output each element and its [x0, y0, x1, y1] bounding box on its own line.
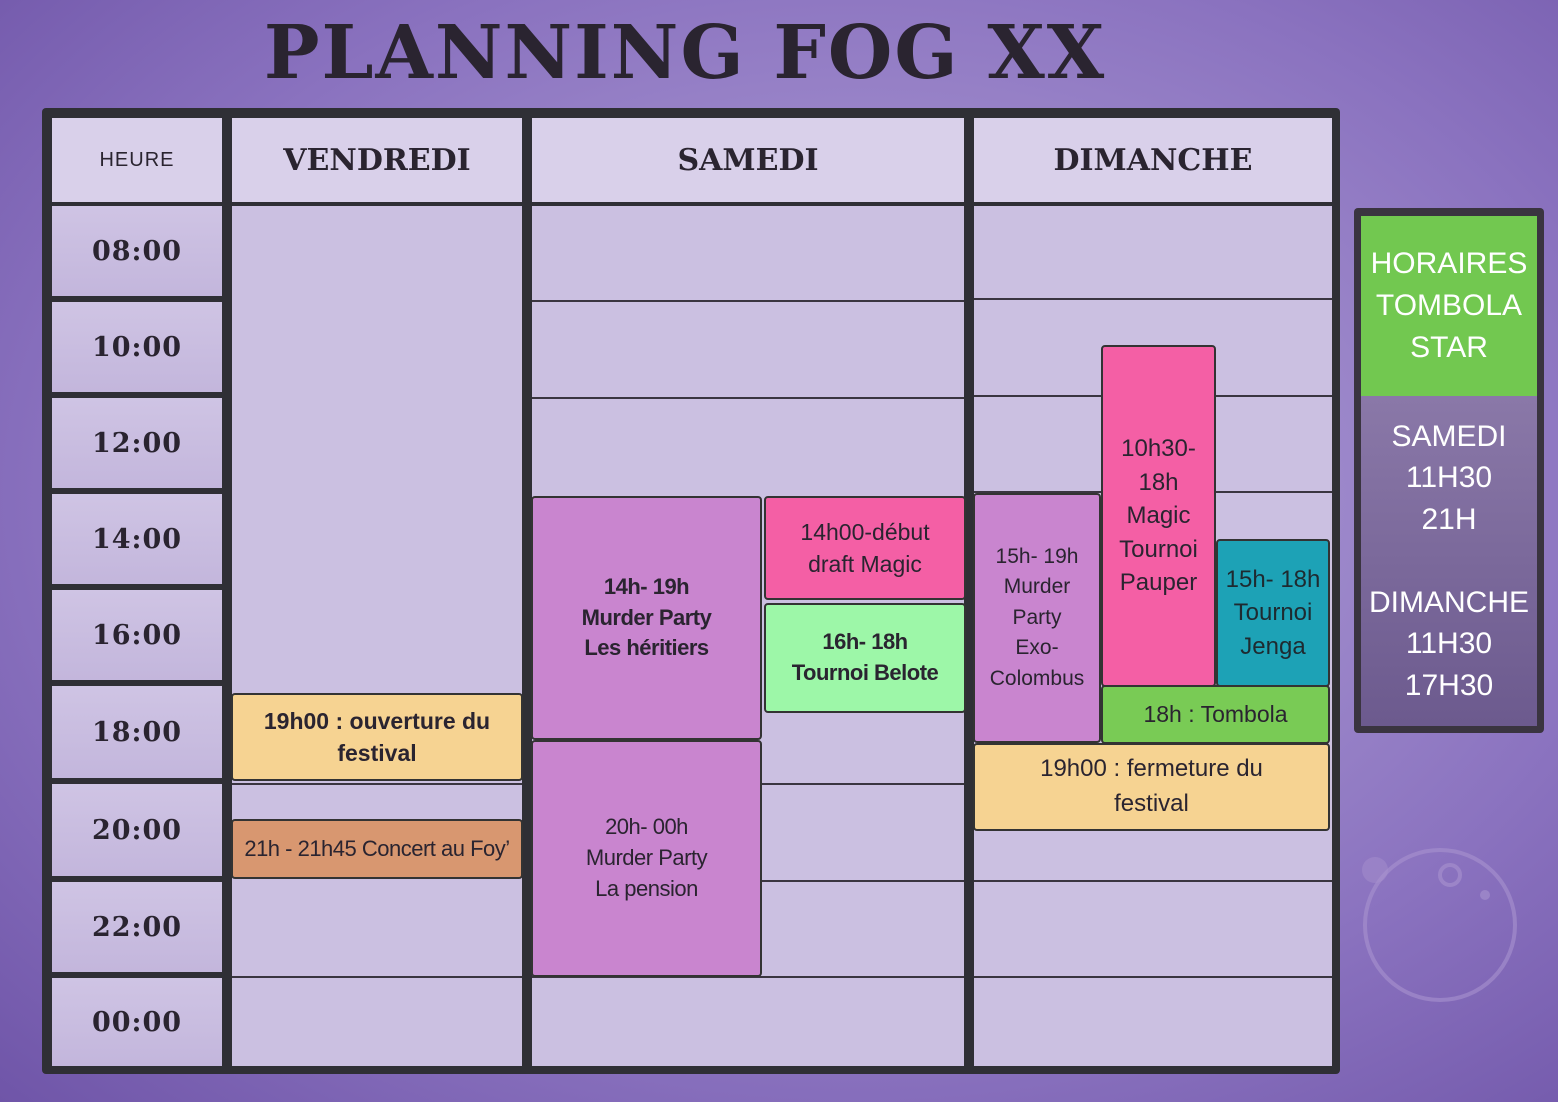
row-divider: [232, 976, 522, 978]
row-divider: [232, 783, 522, 785]
row-divider: [762, 783, 964, 785]
header-saturday: SAMEDI: [532, 118, 964, 202]
event-sunday-murder-party[interactable]: 15h- 19h Murder Party Exo- Colombus: [973, 493, 1101, 743]
event-saturday-murder-party-2[interactable]: 20h- 00h Murder Party La pension: [531, 740, 762, 977]
event-saturday-belote[interactable]: 16h- 18h Tournoi Belote: [764, 603, 966, 713]
hour-cell: 18:00: [52, 686, 222, 778]
page-title: PLANNING FOG XX: [263, 10, 1107, 96]
hour-cell: 12:00: [52, 398, 222, 488]
row-divider: [532, 300, 964, 302]
row-divider: [532, 397, 964, 399]
hour-cell: 14:00: [52, 494, 222, 584]
event-saturday-murder-party-1[interactable]: 14h- 19h Murder Party Les héritiers: [531, 496, 762, 740]
tombola-schedule: SAMEDI 11H30 21H DIMANCHE 11H30 17H30: [1361, 396, 1537, 726]
hour-cell: 22:00: [52, 882, 222, 972]
event-saturday-draft-magic[interactable]: 14h00-début draft Magic: [764, 496, 966, 600]
row-divider: [532, 976, 964, 978]
event-sunday-tombola[interactable]: 18h : Tombola: [1101, 685, 1330, 744]
row-divider: [974, 298, 1332, 300]
event-sunday-jenga[interactable]: 15h- 18h Tournoi Jenga: [1216, 539, 1330, 687]
header-friday: VENDREDI: [232, 118, 522, 202]
event-friday-opening[interactable]: 19h00 : ouverture du festival: [231, 693, 523, 781]
hour-cell: 00:00: [52, 978, 222, 1066]
row-divider: [974, 880, 1332, 882]
tombola-heading: HORAIRES TOMBOLA STAR: [1361, 216, 1537, 396]
event-friday-concert[interactable]: 21h - 21h45 Concert au Foy’: [231, 819, 523, 879]
column-friday: [232, 206, 522, 1066]
hour-cell: 20:00: [52, 784, 222, 876]
hour-cell: 10:00: [52, 302, 222, 392]
row-divider: [762, 880, 964, 882]
decorative-swirl-icon: [1362, 848, 1517, 1002]
event-sunday-closing[interactable]: 19h00 : fermeture du festival: [973, 743, 1330, 831]
row-divider: [974, 976, 1332, 978]
hour-cell: 08:00: [52, 206, 222, 296]
event-sunday-magic-pauper[interactable]: 10h30- 18h Magic Tournoi Pauper: [1101, 345, 1216, 687]
header-sunday: DIMANCHE: [974, 118, 1332, 202]
header-hour: HEURE: [52, 118, 222, 202]
hour-cell: 16:00: [52, 590, 222, 680]
